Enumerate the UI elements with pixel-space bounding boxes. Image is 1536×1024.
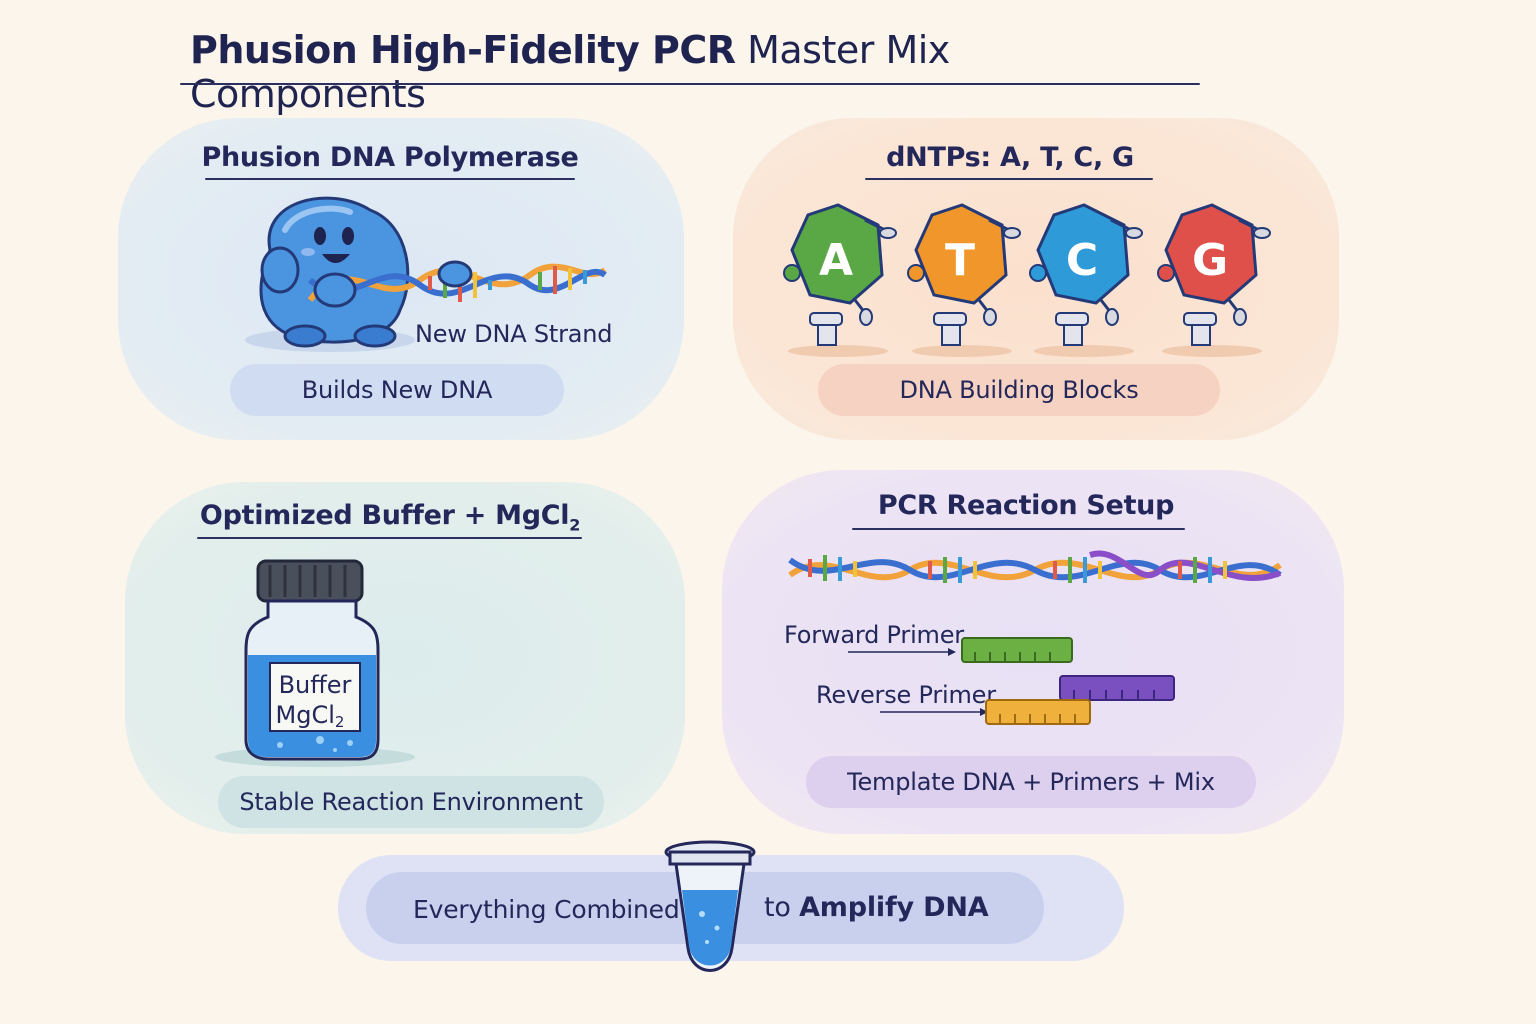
bottom-right-text: to Amplify DNA <box>764 892 989 923</box>
forward-primer <box>961 637 1073 663</box>
buffer-bottle: Buffer MgCl2 <box>215 559 415 767</box>
dntp-molecules: A T C G <box>783 203 1271 357</box>
bottle-label-buffer: Buffer <box>279 671 352 699</box>
page-title: Phusion High-Fidelity PCR Master Mix Com… <box>190 28 950 116</box>
dntp-t: T <box>907 203 1021 357</box>
polymerase-illustration <box>245 196 607 352</box>
reverse-primer-label: Reverse Primer <box>816 681 996 709</box>
dntps-caption: DNA Building Blocks <box>818 364 1220 416</box>
pcr-tube <box>664 840 756 972</box>
polymerase-title-rule <box>205 178 575 180</box>
dntp-t-letter: T <box>945 235 975 286</box>
dntp-g-letter: G <box>1192 235 1228 286</box>
reverse-primer-arrow <box>880 708 988 716</box>
bottom-left-text: Everything Combined <box>413 895 680 924</box>
buffer-panel <box>125 482 685 834</box>
new-dna-strand-label: New DNA Strand <box>415 320 613 348</box>
polymerase-title: Phusion DNA Polymerase <box>201 142 579 173</box>
forward-primer-arrow <box>848 648 956 656</box>
buffer-title-rule <box>197 537 582 539</box>
template-dna <box>788 550 1282 583</box>
reaction-title: PCR Reaction Setup <box>877 490 1175 521</box>
dntp-a-letter: A <box>819 235 853 286</box>
dntp-c: C <box>1029 203 1143 357</box>
reverse-primer <box>985 675 1175 725</box>
dntp-a: A <box>783 203 897 357</box>
title-underline <box>180 83 1200 85</box>
dntps-title: dNTPs: A, T, C, G <box>886 142 1134 173</box>
buffer-title: Optimized Buffer + MgCl2 <box>199 500 581 535</box>
reaction-title-rule <box>852 528 1185 530</box>
buffer-caption: Stable Reaction Environment <box>218 776 604 828</box>
forward-primer-label: Forward Primer <box>784 621 964 649</box>
bottle-label-mgcl2: MgCl2 <box>276 701 345 731</box>
dntp-c-letter: C <box>1066 235 1098 286</box>
reaction-caption: Template DNA + Primers + Mix <box>806 756 1256 808</box>
polymerase-caption: Builds New DNA <box>230 364 564 416</box>
dntp-g: G <box>1157 203 1271 357</box>
dntps-title-rule <box>865 178 1153 180</box>
